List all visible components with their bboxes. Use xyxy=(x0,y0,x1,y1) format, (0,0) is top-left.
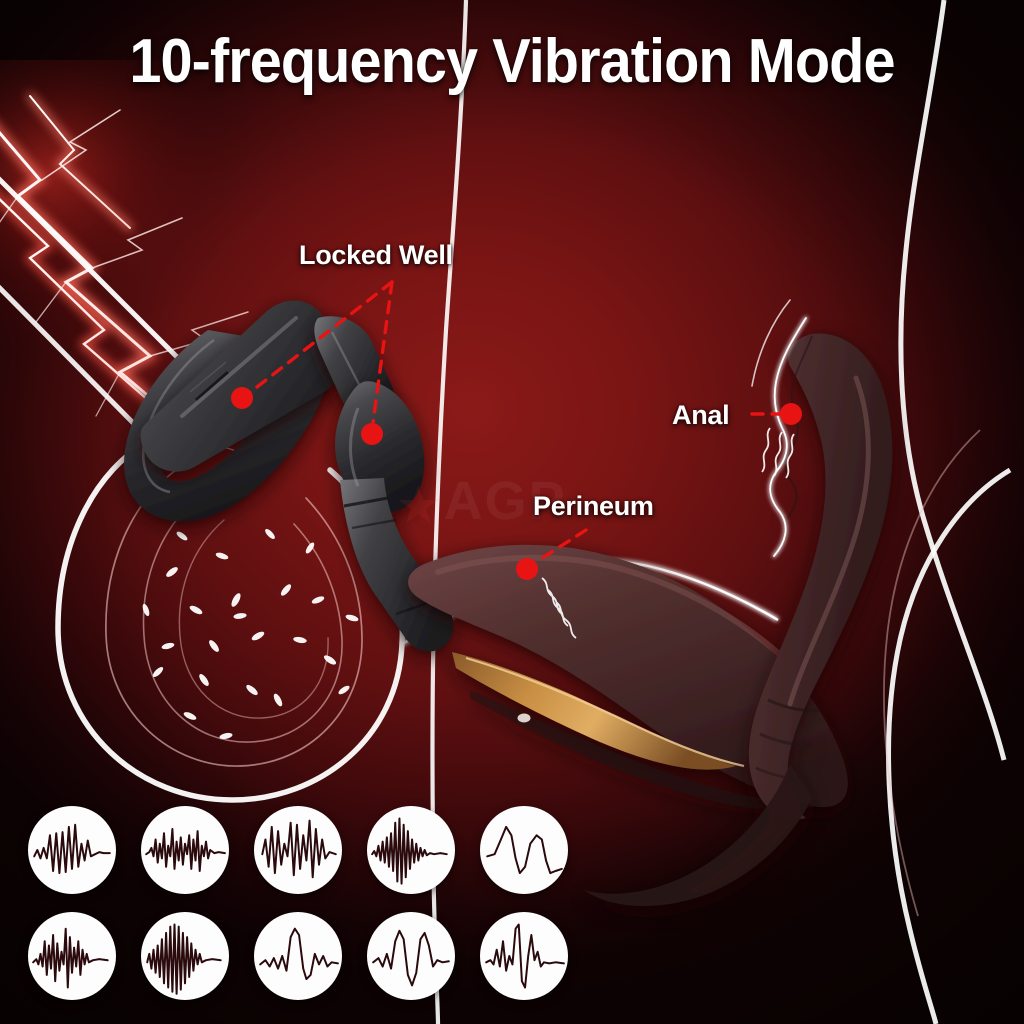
perineum-wave-lines xyxy=(541,577,577,639)
device-anal-tail xyxy=(584,333,893,907)
buttock-inner-crease xyxy=(883,429,981,917)
anal-dot xyxy=(780,403,802,425)
locked-well-leader xyxy=(246,280,394,432)
vibration-mode-row-1 xyxy=(28,806,568,894)
vibration-mode-5[interactable] xyxy=(480,806,568,894)
vibration-mode-9[interactable] xyxy=(367,912,455,1000)
indicator-dot xyxy=(517,713,531,723)
vibration-mode-6[interactable] xyxy=(28,912,116,1000)
vibration-mode-grid xyxy=(28,806,568,1018)
vibration-mode-2[interactable] xyxy=(141,806,229,894)
anal-wave-lines xyxy=(761,427,795,479)
vibration-mode-7[interactable] xyxy=(141,912,229,1000)
vibration-mode-8[interactable] xyxy=(254,912,342,1000)
device-main-body xyxy=(408,544,848,811)
vibration-mode-10[interactable] xyxy=(480,912,568,1000)
particles xyxy=(142,529,359,740)
callout-label-anal: Anal xyxy=(672,400,730,430)
callout-label-perineum: Perineum xyxy=(533,491,654,521)
lightning-bolts xyxy=(0,95,269,477)
perineum-leader xyxy=(534,528,588,564)
anal-vibration-outline xyxy=(751,299,808,558)
shaft-outline xyxy=(0,176,215,443)
vibration-mode-1[interactable] xyxy=(28,806,116,894)
vibration-mode-3[interactable] xyxy=(254,806,342,894)
vibration-mode-4[interactable] xyxy=(367,806,455,894)
vibration-mode-row-2 xyxy=(28,912,568,1000)
perineum-dot xyxy=(516,558,538,580)
device-upper-arm xyxy=(140,300,343,472)
locked-well-dot-1 xyxy=(231,387,253,409)
callout-label-locked-well: Locked Well xyxy=(299,240,453,270)
buttock-outline xyxy=(886,467,1012,1024)
torso-contour-right xyxy=(898,0,1007,761)
page-title: 10-frequency Vibration Mode xyxy=(129,27,895,96)
locked-well-dot-2 xyxy=(361,423,383,445)
